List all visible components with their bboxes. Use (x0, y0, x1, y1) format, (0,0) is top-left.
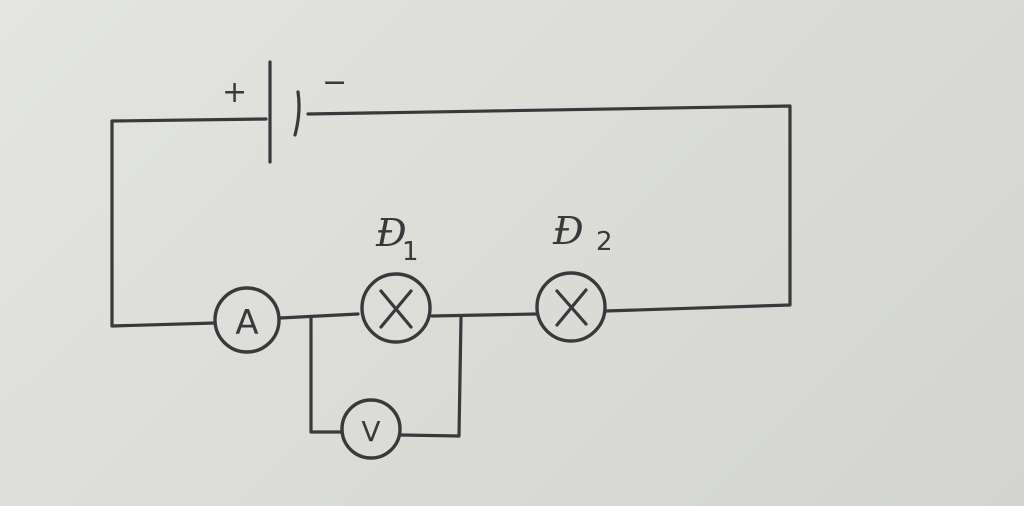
wire-left-loop (110, 117, 268, 328)
voltmeter-ring (340, 398, 402, 460)
lamp-1-subscript: 1 (402, 237, 419, 267)
battery-minus-sign: − (322, 65, 347, 100)
wire-voltmeter-left (309, 316, 344, 434)
lamp-1-bulb (360, 272, 432, 344)
ammeter-ring (213, 286, 281, 354)
lamp-2-bulb (535, 271, 607, 343)
battery-short-plate (293, 90, 301, 137)
wire-voltmeter-right (399, 315, 463, 438)
battery: + − (222, 60, 347, 164)
battery-plus-sign: + (222, 75, 247, 110)
wire-right-loop (306, 104, 792, 313)
ammeter-letter: A (235, 303, 258, 343)
wire-ammeter-to-lamp1 (278, 312, 360, 320)
voltmeter: V (340, 398, 402, 460)
lamp-1: Đ 1 (360, 211, 432, 344)
lamp-2-label: Đ (552, 209, 584, 253)
lamp-2: Đ 2 (535, 209, 613, 343)
lamp-2-cross-icon (555, 288, 588, 327)
ammeter: A (213, 286, 281, 354)
lamp-1-label: Đ (375, 211, 407, 255)
lamp-2-subscript: 2 (596, 227, 613, 257)
lamp-1-cross-icon (379, 289, 413, 329)
voltmeter-letter: V (361, 415, 380, 448)
wire-lamp1-to-lamp2 (430, 312, 538, 318)
